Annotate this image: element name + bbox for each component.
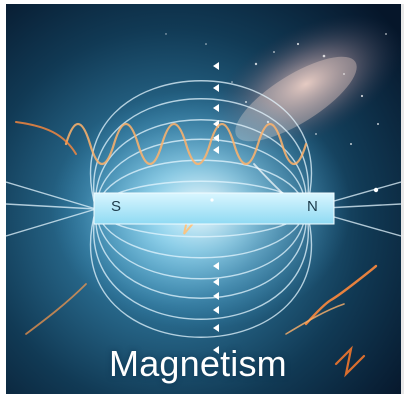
bar-magnet <box>93 192 335 225</box>
field-arrows <box>213 62 219 354</box>
image-caption: Magnetism <box>109 343 287 384</box>
sparkles <box>210 187 379 202</box>
electromagnetic-waves <box>15 121 378 378</box>
magnetic-field-illustration <box>6 4 401 394</box>
north-pole-label: N <box>307 198 318 215</box>
south-pole-label: S <box>111 198 122 215</box>
magnetism-image: S N Magnetism <box>6 4 404 394</box>
